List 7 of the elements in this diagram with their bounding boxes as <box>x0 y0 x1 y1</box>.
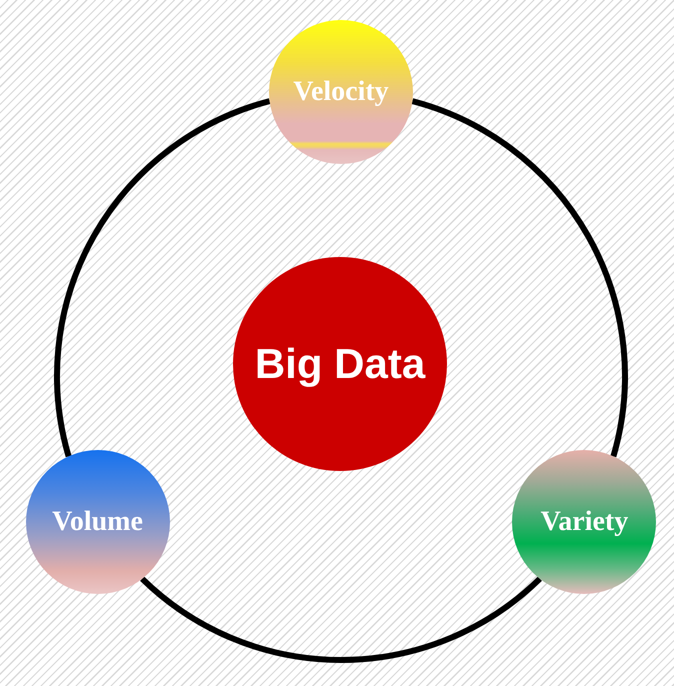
circle-label: Variety <box>540 506 628 538</box>
circle-label: Volume <box>52 506 143 538</box>
ring-arc <box>411 98 628 458</box>
ring-arc <box>140 576 542 663</box>
circle-label: Big Data <box>254 340 426 388</box>
ring-arc <box>54 98 271 458</box>
circle-label: Velocity <box>293 76 389 108</box>
